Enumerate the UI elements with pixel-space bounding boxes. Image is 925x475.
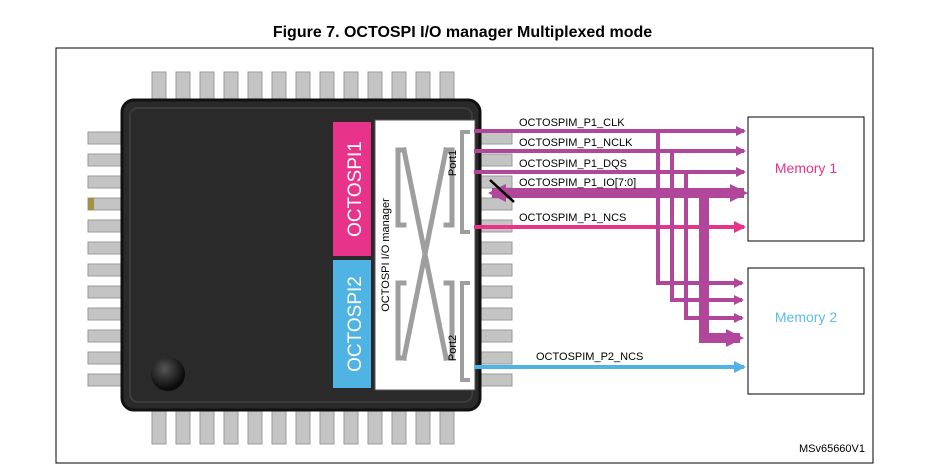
memory1-box: [747, 116, 865, 242]
memory2-label: Memory 2: [775, 309, 837, 325]
signal-label-p1-io: OCTOSPIM_P1_IO[7:0]: [519, 177, 636, 189]
signal-label-p2-ncs: OCTOSPIM_P2_NCS: [536, 351, 643, 363]
port1-label: Port1: [447, 150, 459, 176]
signal-label-p1-nclk: OCTOSPIM_P1_NCLK: [519, 137, 633, 149]
chip-pins: [87, 71, 513, 445]
port2-label: Port2: [447, 335, 459, 361]
io-manager-crossbar: [395, 147, 455, 361]
memory1-label: Memory 1: [775, 160, 837, 176]
octospi1-label: OCTOSPI1: [345, 141, 366, 237]
port-brackets: [460, 130, 470, 382]
signal-label-p1-clk: OCTOSPIM_P1_CLK: [519, 117, 625, 129]
octospi1-block: [333, 122, 371, 256]
io-manager-label: OCTOSPI I/O manager: [380, 198, 392, 312]
figure-title: Figure 7. OCTOSPI I/O manager Multiplexe…: [272, 24, 653, 41]
signal-label-p1-ncs: OCTOSPIM_P1_NCS: [519, 212, 626, 224]
memory2-branch-lines: [656, 131, 744, 347]
bus-width-slash: [489, 179, 515, 203]
figure-frame: [55, 47, 874, 464]
figure-reference-code: MSv65660V1: [799, 443, 865, 455]
octospi2-label: OCTOSPI2: [345, 276, 366, 372]
memory2-box: [747, 267, 865, 395]
chip-pin1-dot: [151, 357, 185, 391]
octospi2-block: [333, 260, 371, 388]
signal-label-p1-dqs: OCTOSPIM_P1_DQS: [519, 158, 627, 170]
